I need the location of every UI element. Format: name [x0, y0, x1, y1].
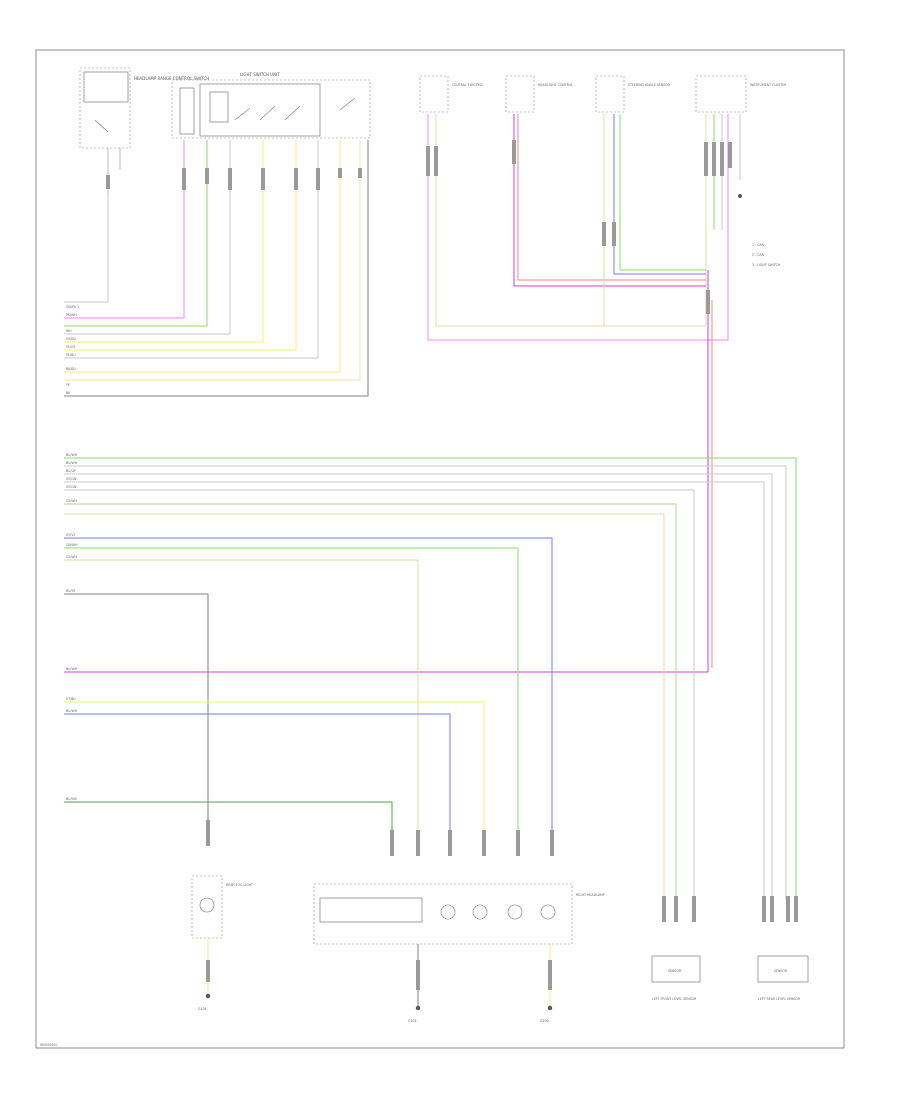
svg-text:STEERING ANGLE SENSOR: STEERING ANGLE SENSOR — [628, 83, 671, 87]
headlamp-range-switch: HEADLAMP RANGE CONTROL SWITCH — [79, 67, 209, 195]
svg-text:GN/PK 1: GN/PK 1 — [66, 305, 79, 309]
svg-text:BU/GN: BU/GN — [66, 797, 77, 801]
level-sensor-front: SENSOR LEFT FRONT LEVEL SENSOR — [651, 896, 701, 1001]
module-headlight-control: HEADLIGHT CONTROL — [505, 75, 573, 113]
svg-text:INSTRUMENT CLUSTER: INSTRUMENT CLUSTER — [750, 83, 787, 87]
svg-text:REAR FOG LIGHT: REAR FOG LIGHT — [226, 883, 253, 887]
svg-text:SENSOR: SENSOR — [668, 969, 682, 973]
svg-text:GN/WH: GN/WH — [66, 543, 78, 547]
svg-text:BU/GY: BU/GY — [66, 469, 76, 473]
svg-text:G105: G105 — [408, 1019, 417, 1023]
light-switch-unit-label: LIGHT SWITCH UNIT — [240, 72, 280, 77]
svg-text:G106: G106 — [540, 1019, 549, 1023]
svg-text:BU/WH: BU/WH — [66, 667, 78, 671]
headlamp-switch-label: HEADLAMP RANGE CONTROL SWITCH — [134, 76, 209, 81]
connector-marks-left — [106, 168, 362, 190]
diagram-frame — [35, 49, 845, 1049]
svg-text:BU/WH: BU/WH — [66, 453, 78, 457]
svg-text:BU/YE: BU/YE — [66, 589, 76, 593]
svg-text:GY/WH: GY/WH — [66, 555, 77, 559]
svg-text:3 - LIGHT SWITCH: 3 - LIGHT SWITCH — [752, 263, 781, 267]
legend: 1 - CAN 2 - CAN 3 - LIGHT SWITCH — [752, 243, 781, 267]
svg-text:LEFT REAR LEVEL SENSOR: LEFT REAR LEVEL SENSOR — [758, 997, 801, 1001]
svg-text:GY/WH: GY/WH — [66, 499, 77, 503]
svg-text:CENTRAL ELECTRIC: CENTRAL ELECTRIC — [452, 83, 484, 87]
middle-harness — [64, 457, 797, 900]
svg-text:GY/BU: GY/BU — [66, 337, 77, 341]
svg-text:G104: G104 — [198, 1007, 207, 1011]
svg-text:LEFT FRONT LEVEL SENSOR: LEFT FRONT LEVEL SENSOR — [652, 997, 697, 1001]
svg-text:GY/VT: GY/VT — [66, 533, 76, 537]
svg-text:PK/WH: PK/WH — [66, 313, 77, 317]
svg-text:BU/WH: BU/WH — [66, 461, 78, 465]
module-central-electric: CENTRAL ELECTRIC — [419, 75, 484, 113]
svg-text:SENSOR: SENSOR — [774, 969, 788, 973]
module-steering-angle: STEERING ANGLE SENSOR — [595, 75, 671, 113]
footer-code: W0000000 — [40, 1043, 57, 1047]
connector-marks-right — [426, 140, 742, 314]
svg-text:2 - CAN: 2 - CAN — [752, 253, 765, 257]
rear-fog-light: REAR FOG LIGHT G104 — [191, 820, 253, 1011]
svg-text:1 - CAN: 1 - CAN — [752, 243, 765, 247]
light-switch-unit: LIGHT SWITCH UNIT — [171, 72, 371, 139]
svg-text:VT/BU: VT/BU — [66, 697, 76, 701]
svg-text:BK/BU: BK/BU — [66, 367, 77, 371]
wire-labels-top: GN/PK 1 PK/WH WH GY/BU YE/GY YE/BU BK/BU… — [66, 305, 79, 395]
svg-text:YE: YE — [66, 383, 70, 387]
light-switch-wires — [64, 140, 369, 397]
svg-text:GY/GN: GY/GN — [66, 477, 77, 481]
svg-text:HEADLIGHT CONTROL: HEADLIGHT CONTROL — [538, 83, 573, 87]
svg-text:GY/GN: GY/GN — [66, 485, 77, 489]
svg-text:RIGHT HEADLAMP: RIGHT HEADLAMP — [576, 893, 605, 897]
top-right-wires — [64, 114, 741, 673]
module-instrument-cluster: INSTRUMENT CLUSTER — [695, 75, 787, 113]
svg-text:WH: WH — [66, 329, 72, 333]
svg-text:YE/GY: YE/GY — [66, 345, 75, 349]
wire-labels-middle: BU/WH BU/WH BU/GY GY/GN GY/GN GY/WH GY/V… — [66, 453, 78, 801]
svg-text:BU/WH: BU/WH — [66, 709, 78, 713]
level-sensor-rear: SENSOR LEFT REAR LEVEL SENSOR — [757, 896, 809, 1001]
svg-text:YE/BU: YE/BU — [66, 353, 76, 357]
svg-text:BK: BK — [66, 391, 71, 395]
right-headlamp: RIGHT HEADLAMP G105 G106 — [313, 830, 605, 1023]
